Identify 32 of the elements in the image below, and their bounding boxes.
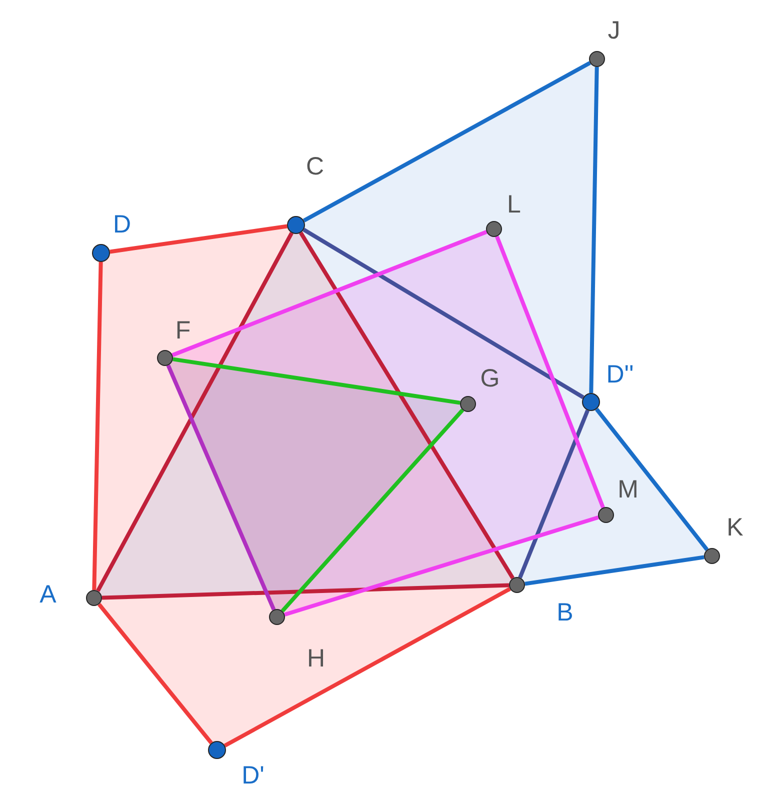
line-segment <box>92 262 103 590</box>
line-segment <box>97 602 213 744</box>
line-segment <box>518 410 590 578</box>
point-label: K <box>726 516 744 540</box>
point-label: C <box>306 154 324 180</box>
line-segment <box>302 61 591 222</box>
line-segment <box>280 408 464 612</box>
line-segment <box>96 232 294 592</box>
line-segment <box>284 515 599 617</box>
line-segment <box>172 357 460 405</box>
point-label: M <box>618 478 638 502</box>
point-label: D'' <box>606 362 634 388</box>
line-segment <box>299 232 515 580</box>
point-label: F <box>175 318 191 344</box>
line-segment <box>495 236 605 508</box>
line-segment <box>594 408 709 551</box>
point-label: B <box>556 600 574 626</box>
line-segment <box>524 555 704 586</box>
point-label: J <box>608 18 620 44</box>
line-segment <box>172 230 488 357</box>
point-label: A <box>40 582 56 608</box>
point-label: H <box>306 646 326 672</box>
line-segment <box>224 587 511 748</box>
point-label: D' <box>242 764 264 786</box>
line-segment <box>166 364 276 610</box>
line-segment <box>102 583 510 600</box>
line-segment <box>302 228 584 400</box>
point-label: D <box>112 212 132 238</box>
line-segment <box>589 66 599 394</box>
point-label: L <box>507 192 521 218</box>
point-label: G <box>480 366 500 392</box>
line-segment <box>110 224 288 254</box>
